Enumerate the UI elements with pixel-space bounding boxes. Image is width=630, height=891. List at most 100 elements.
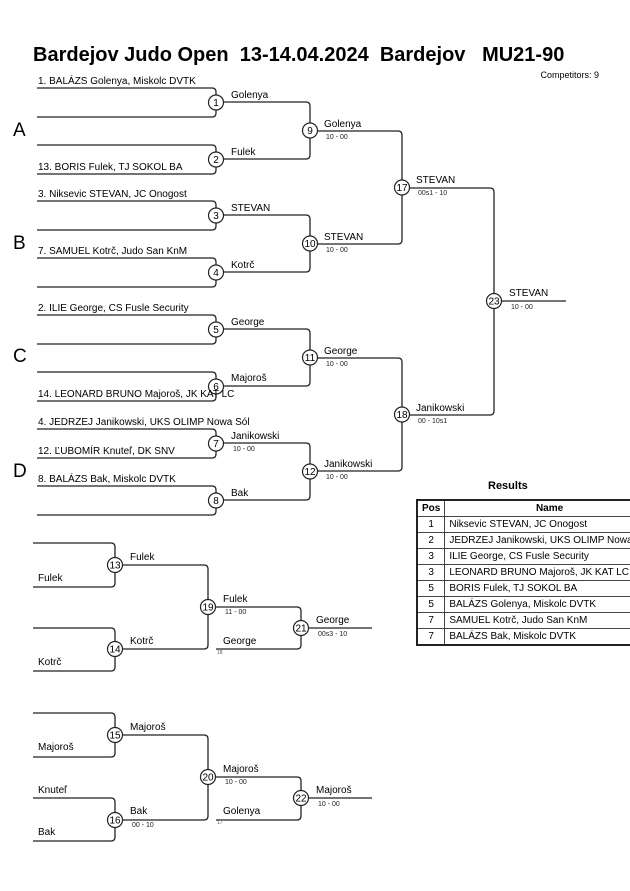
- match-number: 2: [213, 155, 219, 166]
- result-pos: 3: [416, 548, 446, 565]
- repechage-from: Golenya: [223, 806, 261, 817]
- match-winner: Majoroš: [223, 764, 259, 775]
- page-title: Bardejov Judo Open 13-14.04.2024 Bardejo…: [33, 44, 565, 66]
- result-name: SAMUEL Kotrč, Judo San KnM: [444, 612, 630, 629]
- match-number-circle: 15: [106, 726, 124, 744]
- entry-label: 14. LEONARD BRUNO Majoroš, JK KAT LC: [38, 389, 235, 400]
- match-winner: Bak: [130, 806, 148, 817]
- match-winner: Fulek: [231, 147, 256, 158]
- match-score: 00s1 - 10: [418, 190, 448, 197]
- match-winner: STEVAN: [416, 175, 456, 186]
- match-number: 11: [305, 353, 316, 364]
- match-number-circle: 6: [207, 378, 225, 395]
- match-winner: STEVAN: [324, 232, 364, 243]
- match-number-circle: 3: [207, 207, 225, 224]
- match-winner: Majoroš: [231, 373, 267, 384]
- entry-label: 2. ILIE George, CS Fusle Security: [38, 303, 189, 314]
- match-winner: Janikowski: [231, 431, 280, 442]
- competitors-count: Competitors: 9: [540, 70, 599, 80]
- match-number: 6: [213, 382, 219, 393]
- match-winner: Golenya: [324, 119, 362, 130]
- match-number: 3: [213, 211, 219, 222]
- match-number: 16: [109, 816, 121, 827]
- bracket-line: [318, 130, 403, 245]
- bracket-line: [410, 187, 495, 416]
- match-number-circle: 14: [106, 640, 124, 658]
- match-number: 10: [304, 239, 316, 250]
- result-name: BALÁZS Golenya, Miskolc DVTK: [444, 596, 630, 613]
- match-winner: Golenya: [231, 90, 269, 101]
- result-name: JEDRZEJ Janikowski, UKS OLIMP Nowa Sól: [444, 532, 630, 549]
- match-number: 8: [213, 496, 219, 507]
- bracket-line: [37, 485, 217, 516]
- entry-label: 13. BORIS Fulek, TJ SOKOL BA: [38, 162, 183, 173]
- entry-label: 3. Niksevic STEVAN, JC Onogost: [38, 189, 187, 200]
- final-score: 10 - 00: [511, 304, 533, 311]
- repechage-entry: Fulek: [38, 573, 63, 584]
- result-pos: 1: [416, 516, 446, 533]
- match-winner: STEVAN: [231, 203, 271, 214]
- match-score: 10 - 00: [326, 361, 348, 368]
- match-winner: Fulek: [130, 552, 155, 563]
- bracket-line: [37, 314, 217, 345]
- match-number: 5: [213, 325, 219, 336]
- match-winner: Majoroš: [316, 785, 352, 796]
- result-name: LEONARD BRUNO Majoroš, JK KAT LC: [444, 564, 630, 581]
- match-number-circle: 21: [292, 619, 310, 637]
- match-winner: Bak: [231, 488, 249, 499]
- match-number-circle: 13: [106, 556, 124, 574]
- entry-label: 4. JEDRZEJ Janikowski, UKS OLIMP Nowa Só…: [38, 417, 250, 428]
- match-number-circle: 19: [199, 598, 217, 616]
- match-winner: George: [231, 317, 265, 328]
- match-number: 13: [109, 561, 121, 572]
- match-winner: George: [316, 615, 350, 626]
- result-pos: 7: [416, 628, 446, 646]
- match-number-circle: 23: [485, 292, 503, 310]
- match-number: 12: [304, 467, 316, 478]
- pool-label-b: B: [13, 233, 26, 254]
- entry-label: 7. SAMUEL Kotrč, Judo San KnM: [38, 246, 188, 257]
- match-number-circle: 22: [292, 789, 310, 807]
- match-winner: Kotrč: [231, 260, 255, 271]
- match-number-circle: 20: [199, 768, 217, 786]
- match-number-circle: 4: [207, 264, 225, 281]
- match-winner: George: [324, 346, 358, 357]
- match-winner: Janikowski: [416, 403, 465, 414]
- entry-label: 8. BALÁZS Bak, Miskolc DVTK: [38, 474, 176, 485]
- repechage-from: George: [223, 636, 257, 647]
- match-number-circle: 12: [301, 463, 319, 480]
- result-pos: 5: [416, 580, 446, 597]
- final-winner: STEVAN: [509, 288, 549, 299]
- bracket-line: [37, 200, 217, 231]
- match-number: 22: [295, 794, 307, 805]
- match-winner: Majoroš: [130, 722, 166, 733]
- match-score: 10 - 00: [318, 801, 340, 808]
- match-winner: Fulek: [223, 594, 248, 605]
- match-number: 23: [488, 297, 500, 308]
- match-number: 15: [109, 731, 121, 742]
- match-number-circle: 17: [393, 179, 411, 196]
- match-number-circle: 1: [207, 94, 225, 111]
- repechage-entry: Majoroš: [38, 742, 74, 753]
- pool-label-c: C: [13, 346, 27, 367]
- match-number-circle: 2: [207, 151, 225, 168]
- match-number-circle: 16: [106, 811, 124, 829]
- result-name: BORIS Fulek, TJ SOKOL BA: [444, 580, 630, 597]
- match-score: 10 - 00: [326, 474, 348, 481]
- match-winner: Janikowski: [324, 459, 373, 470]
- match-number: 4: [213, 268, 219, 279]
- results-header-row: Pos Name: [416, 499, 630, 517]
- match-number: 9: [307, 126, 313, 137]
- match-score: 00s3 - 10: [318, 631, 348, 638]
- result-name: Niksevic STEVAN, JC Onogost: [444, 516, 630, 533]
- bracket-line: [37, 257, 217, 288]
- match-number-circle: 5: [207, 321, 225, 338]
- match-number-circle: 8: [207, 492, 225, 509]
